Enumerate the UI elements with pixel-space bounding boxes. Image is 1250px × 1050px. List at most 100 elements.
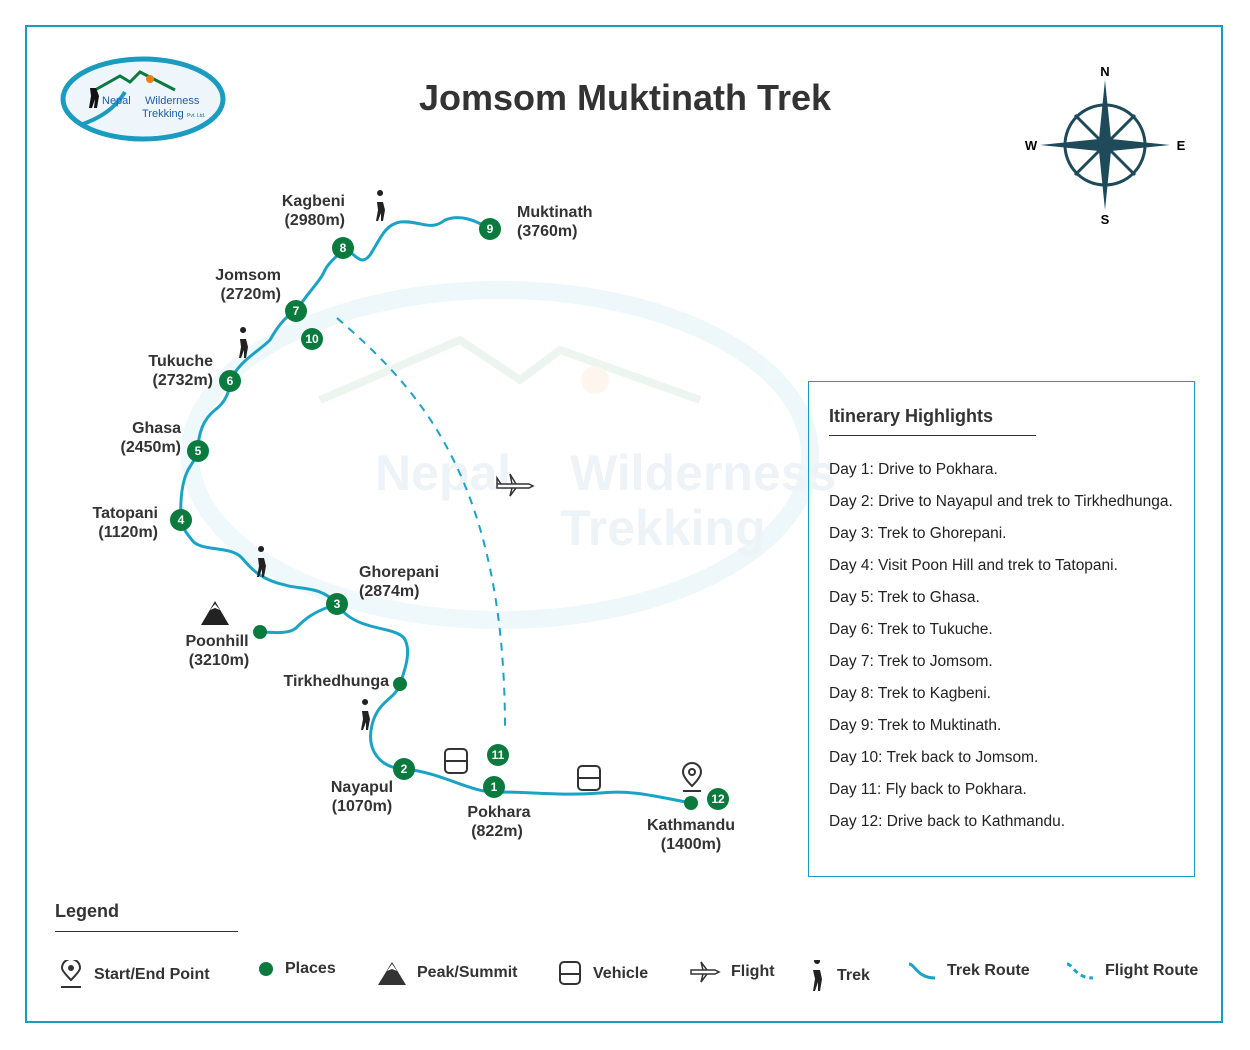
svg-text:(822m): (822m) <box>471 823 523 840</box>
itinerary-day: Day 4: Visit Poon Hill and trek to Tatop… <box>829 557 1118 574</box>
marker-poonhill[interactable] <box>253 625 267 639</box>
airplane-icon <box>496 473 535 497</box>
svg-text:Muktinath: Muktinath <box>517 204 593 221</box>
trekker-icon <box>376 190 385 221</box>
start-end-pin-icon <box>681 762 703 792</box>
svg-text:Tirkhedhunga: Tirkhedhunga <box>284 673 390 690</box>
watermark-logo: Nepal Wilderness Trekking <box>181 281 836 629</box>
svg-text:(1120m): (1120m) <box>98 524 158 541</box>
marker-kagbeni[interactable]: 8 <box>332 237 354 259</box>
svg-text:(3210m): (3210m) <box>189 652 249 669</box>
svg-text:2: 2 <box>401 762 408 776</box>
itinerary-day: Day 1: Drive to Pokhara. <box>829 461 998 478</box>
page-title: Jomsom Muktinath Trek <box>419 77 832 118</box>
peak-icon <box>378 962 406 985</box>
itinerary-day: Day 7: Trek to Jomsom. <box>829 653 993 670</box>
marker-nayapul[interactable]: 2 <box>393 758 415 780</box>
svg-text:Pokhara: Pokhara <box>467 804 530 821</box>
place-dot-icon <box>259 962 273 976</box>
svg-text:(2874m): (2874m) <box>359 583 419 600</box>
airplane-icon <box>690 961 721 983</box>
svg-text:9: 9 <box>487 222 494 236</box>
svg-text:W: W <box>1025 138 1038 153</box>
place-markers: 1 2 3 4 5 6 7 8 9 10 11 12 <box>170 218 729 810</box>
flight-route-icon <box>1066 962 1094 980</box>
svg-text:N: N <box>1100 64 1109 79</box>
svg-text:(1400m): (1400m) <box>661 836 721 853</box>
marker-muktinath[interactable]: 9 <box>479 218 501 240</box>
legend-trek-route: Trek Route <box>907 960 1030 982</box>
marker-kathmandu[interactable]: 12 <box>684 788 729 810</box>
svg-text:Kagbeni: Kagbeni <box>282 193 345 210</box>
legend-peak: Peak/Summit <box>377 960 517 986</box>
marker-pokhara[interactable]: 1 <box>483 776 505 798</box>
svg-text:Ghasa: Ghasa <box>132 420 181 437</box>
legend-flight: Flight <box>689 960 775 984</box>
svg-text:Tukuche: Tukuche <box>148 353 213 370</box>
legend-title: Legend <box>55 901 120 921</box>
svg-text:6: 6 <box>227 374 234 388</box>
marker-jomsom[interactable]: 7 <box>285 300 307 322</box>
svg-text:Wilderness: Wilderness <box>570 445 836 501</box>
itinerary-day: Day 5: Trek to Ghasa. <box>829 589 980 606</box>
svg-text:Poonhill: Poonhill <box>185 633 248 650</box>
svg-text:4: 4 <box>178 513 185 527</box>
svg-text:1: 1 <box>491 780 498 794</box>
itinerary-day: Day 2: Drive to Nayapul and trek to Tirk… <box>829 493 1173 510</box>
svg-text:(2450m): (2450m) <box>121 439 181 456</box>
trek-icons <box>239 190 385 730</box>
trekker-icon <box>813 960 822 991</box>
legend-trek: Trek <box>805 960 870 992</box>
svg-text:8: 8 <box>340 241 347 255</box>
trekker-icon <box>257 546 266 577</box>
svg-text:Trekking: Trekking <box>142 108 184 120</box>
compass-rose-icon: N S E W <box>1025 64 1186 227</box>
svg-text:7: 7 <box>293 304 300 318</box>
itinerary-title: Itinerary Highlights <box>829 406 994 426</box>
itinerary-day: Day 3: Trek to Ghorepani. <box>829 525 1007 542</box>
trekker-icon <box>361 699 370 730</box>
itinerary-panel: Itinerary Highlights Day 1: Drive to Pok… <box>808 381 1195 877</box>
svg-text:3: 3 <box>334 597 341 611</box>
svg-text:Nepal: Nepal <box>102 95 131 107</box>
svg-text:(2980m): (2980m) <box>285 212 345 229</box>
flight-route <box>336 317 506 731</box>
start-end-pin-icon <box>60 960 82 988</box>
svg-text:Jomsom: Jomsom <box>215 267 281 284</box>
svg-text:(1070m): (1070m) <box>332 798 392 815</box>
marker-tatopani[interactable]: 4 <box>170 509 192 531</box>
marker-day-10[interactable]: 10 <box>301 328 323 350</box>
itinerary-day: Day 9: Trek to Muktinath. <box>829 717 1002 734</box>
vehicle-icons <box>444 748 601 791</box>
svg-text:(3760m): (3760m) <box>517 223 577 240</box>
divider <box>829 435 1036 436</box>
legend-places: Places <box>257 960 336 978</box>
marker-tukuche[interactable]: 6 <box>219 370 241 392</box>
svg-text:12: 12 <box>711 792 725 806</box>
itinerary-day: Day 10: Trek back to Jomsom. <box>829 749 1039 766</box>
svg-text:(2720m): (2720m) <box>221 286 281 303</box>
marker-tirkhedhunga[interactable] <box>393 677 407 691</box>
map-border <box>25 25 1223 1023</box>
svg-text:5: 5 <box>195 444 202 458</box>
svg-text:11: 11 <box>492 748 505 762</box>
marker-day-11[interactable]: 11 <box>487 744 509 766</box>
svg-text:(2732m): (2732m) <box>153 372 213 389</box>
svg-text:Tatopani: Tatopani <box>93 505 158 522</box>
svg-text:10: 10 <box>305 332 319 346</box>
svg-text:Nayapul: Nayapul <box>331 779 393 796</box>
company-logo: Nepal Wilderness Trekking Pvt. Ltd. <box>60 56 226 142</box>
divider <box>55 931 238 932</box>
svg-text:Trekking: Trekking <box>560 500 766 556</box>
marker-ghorepani[interactable]: 3 <box>326 593 348 615</box>
itinerary-day: Day 6: Trek to Tukuche. <box>829 621 993 638</box>
trekker-icon <box>239 327 248 358</box>
svg-text:Ghorepani: Ghorepani <box>359 564 439 581</box>
svg-text:Pvt. Ltd.: Pvt. Ltd. <box>187 113 205 119</box>
bus-icon <box>559 961 581 985</box>
legend-start-end: Start/End Point <box>58 960 210 990</box>
svg-text:Wilderness: Wilderness <box>145 95 200 107</box>
marker-ghasa[interactable]: 5 <box>187 440 209 462</box>
